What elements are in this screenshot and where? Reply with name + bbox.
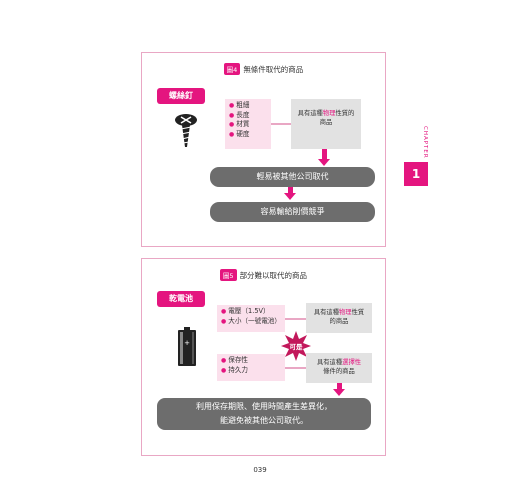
figure-4-number: 圖4 (223, 63, 241, 75)
figure-5-number: 圖5 (219, 269, 237, 281)
arrow-down-icon (284, 193, 296, 200)
selective-condition-note: 具有這種選擇性 條件的商品 (306, 353, 372, 383)
conclusion-bar: 利用保存期限、使用時間產生差異化， 能避免被其他公司取代。 (157, 398, 371, 430)
figure-4-title-text: 無條件取代的商品 (243, 65, 304, 74)
property-item: ●大小（一號電池） (221, 316, 281, 325)
arrow-stem (337, 383, 342, 389)
chapter-label: CHAPTER (422, 126, 428, 159)
conclusion-line-1: 利用保存期限、使用時間產生差異化， (196, 402, 332, 411)
result-bar-price-war: 容易輸給削價競爭 (210, 202, 375, 222)
arrow-stem (288, 187, 293, 193)
figure-5-title-text: 部分難以取代的商品 (239, 271, 308, 280)
conclusion-line-2: 能避免被其他公司取代。 (220, 416, 308, 425)
connector-line (285, 367, 306, 369)
battery-label: 乾電池 (157, 291, 205, 307)
arrow-stem (322, 149, 327, 159)
result-bar-easily-replaced: 輕易被其他公司取代 (210, 167, 375, 187)
physical-property-note: 具有這種物理性質 的商品 (306, 303, 372, 333)
arrow-down-icon (318, 159, 330, 166)
screw-properties-list: ●粗細 ●長度 ●材質 ●硬度 (225, 99, 271, 149)
burst-badge-icon (281, 331, 311, 361)
however-badge: 可是 (289, 343, 303, 351)
screw-label: 螺絲釘 (157, 88, 205, 104)
property-item: ●電壓（1.5V） (221, 307, 270, 315)
page-number: 039 (253, 466, 267, 474)
property-item: ●持久力 (221, 365, 249, 374)
battery-selective-properties: ●保存性 ●持久力 (217, 354, 285, 381)
svg-text:+: + (184, 339, 190, 347)
property-item: ●長度 (229, 110, 250, 119)
property-item: ●保存性 (221, 356, 249, 364)
connector-line (271, 123, 291, 125)
battery-icon: + (178, 327, 196, 366)
connector-line (285, 318, 306, 320)
arrow-down-icon (333, 389, 345, 396)
property-item: ●粗細 (229, 101, 250, 109)
battery-physical-properties: ●電壓（1.5V） ●大小（一號電池） (217, 305, 285, 332)
physical-property-note: 具有這種物理性質的 商品 (291, 99, 361, 149)
screw-icon (175, 114, 197, 147)
property-item: ●硬度 (229, 129, 250, 138)
chapter-number: 1 (404, 162, 428, 186)
property-item: ●材質 (229, 120, 250, 128)
